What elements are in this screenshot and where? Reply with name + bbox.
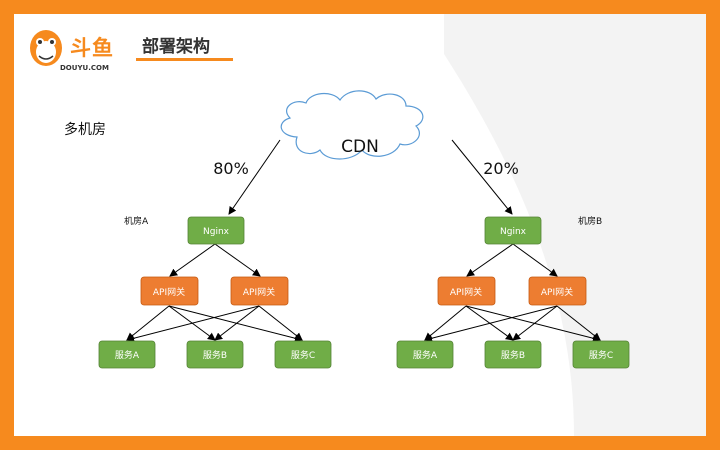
gateway-node-a1: API网关 [140,276,199,306]
service-label-b-c: 服务C [589,349,613,361]
gateway-label-b2: API网关 [541,286,573,298]
edge-cdn-nginx-b [451,139,513,215]
service-node-b-b: 服务B [484,340,542,369]
slide: 斗鱼 DOUYU.COM 部署架构 多机房 CDN 80% 20% 机房A [14,14,706,436]
fish-mascot-icon [30,30,62,66]
gateway-node-a2: API网关 [230,276,289,306]
room-b: Nginx API网关 API网关 服务A 服务B [396,216,630,369]
title-underline [136,58,233,61]
room-a: Nginx API网关 API网关 服务A 服务B [98,216,332,369]
cdn-label: CDN [341,137,379,157]
section-label: 多机房 [64,122,106,138]
nginx-label-b: Nginx [500,227,527,237]
douyu-logo: 斗鱼 DOUYU.COM [26,24,122,76]
gateway-label-a1: API网关 [153,286,185,298]
page-title: 部署架构 [142,37,210,57]
room-label-a: 机房A [124,215,149,227]
service-label-a-a: 服务A [115,349,140,361]
service-label-b-a: 服务A [413,349,438,361]
gateway-label-b1: API网关 [450,286,482,298]
service-label-b-b: 服务B [501,349,525,361]
service-node-b-a: 服务A [396,340,454,369]
service-node-b-c: 服务C [572,340,630,369]
deployment-diagram: CDN 80% 20% 机房A 机房B Nginx [98,90,630,369]
service-node-a-c: 服务C [274,340,332,369]
traffic-label-b: 20% [483,159,519,178]
gateway-node-b1: API网关 [437,276,496,306]
service-label-a-b: 服务B [203,349,227,361]
service-node-a-b: 服务B [186,340,244,369]
service-node-a-a: 服务A [98,340,156,369]
gateway-node-b2: API网关 [528,276,587,306]
nginx-label-a: Nginx [203,227,230,237]
logo-text-en: DOUYU.COM [60,64,109,72]
service-label-a-c: 服务C [291,349,315,361]
nginx-node-b: Nginx [484,216,542,245]
edge-cdn-nginx-a [228,139,281,215]
gateway-label-a2: API网关 [243,286,275,298]
logo-text-cn: 斗鱼 [70,36,114,60]
traffic-label-a: 80% [213,159,249,178]
cdn-cloud: CDN [280,90,424,160]
nginx-node-a: Nginx [187,216,245,245]
room-label-b: 机房B [578,215,602,227]
background-swoosh [444,14,706,436]
